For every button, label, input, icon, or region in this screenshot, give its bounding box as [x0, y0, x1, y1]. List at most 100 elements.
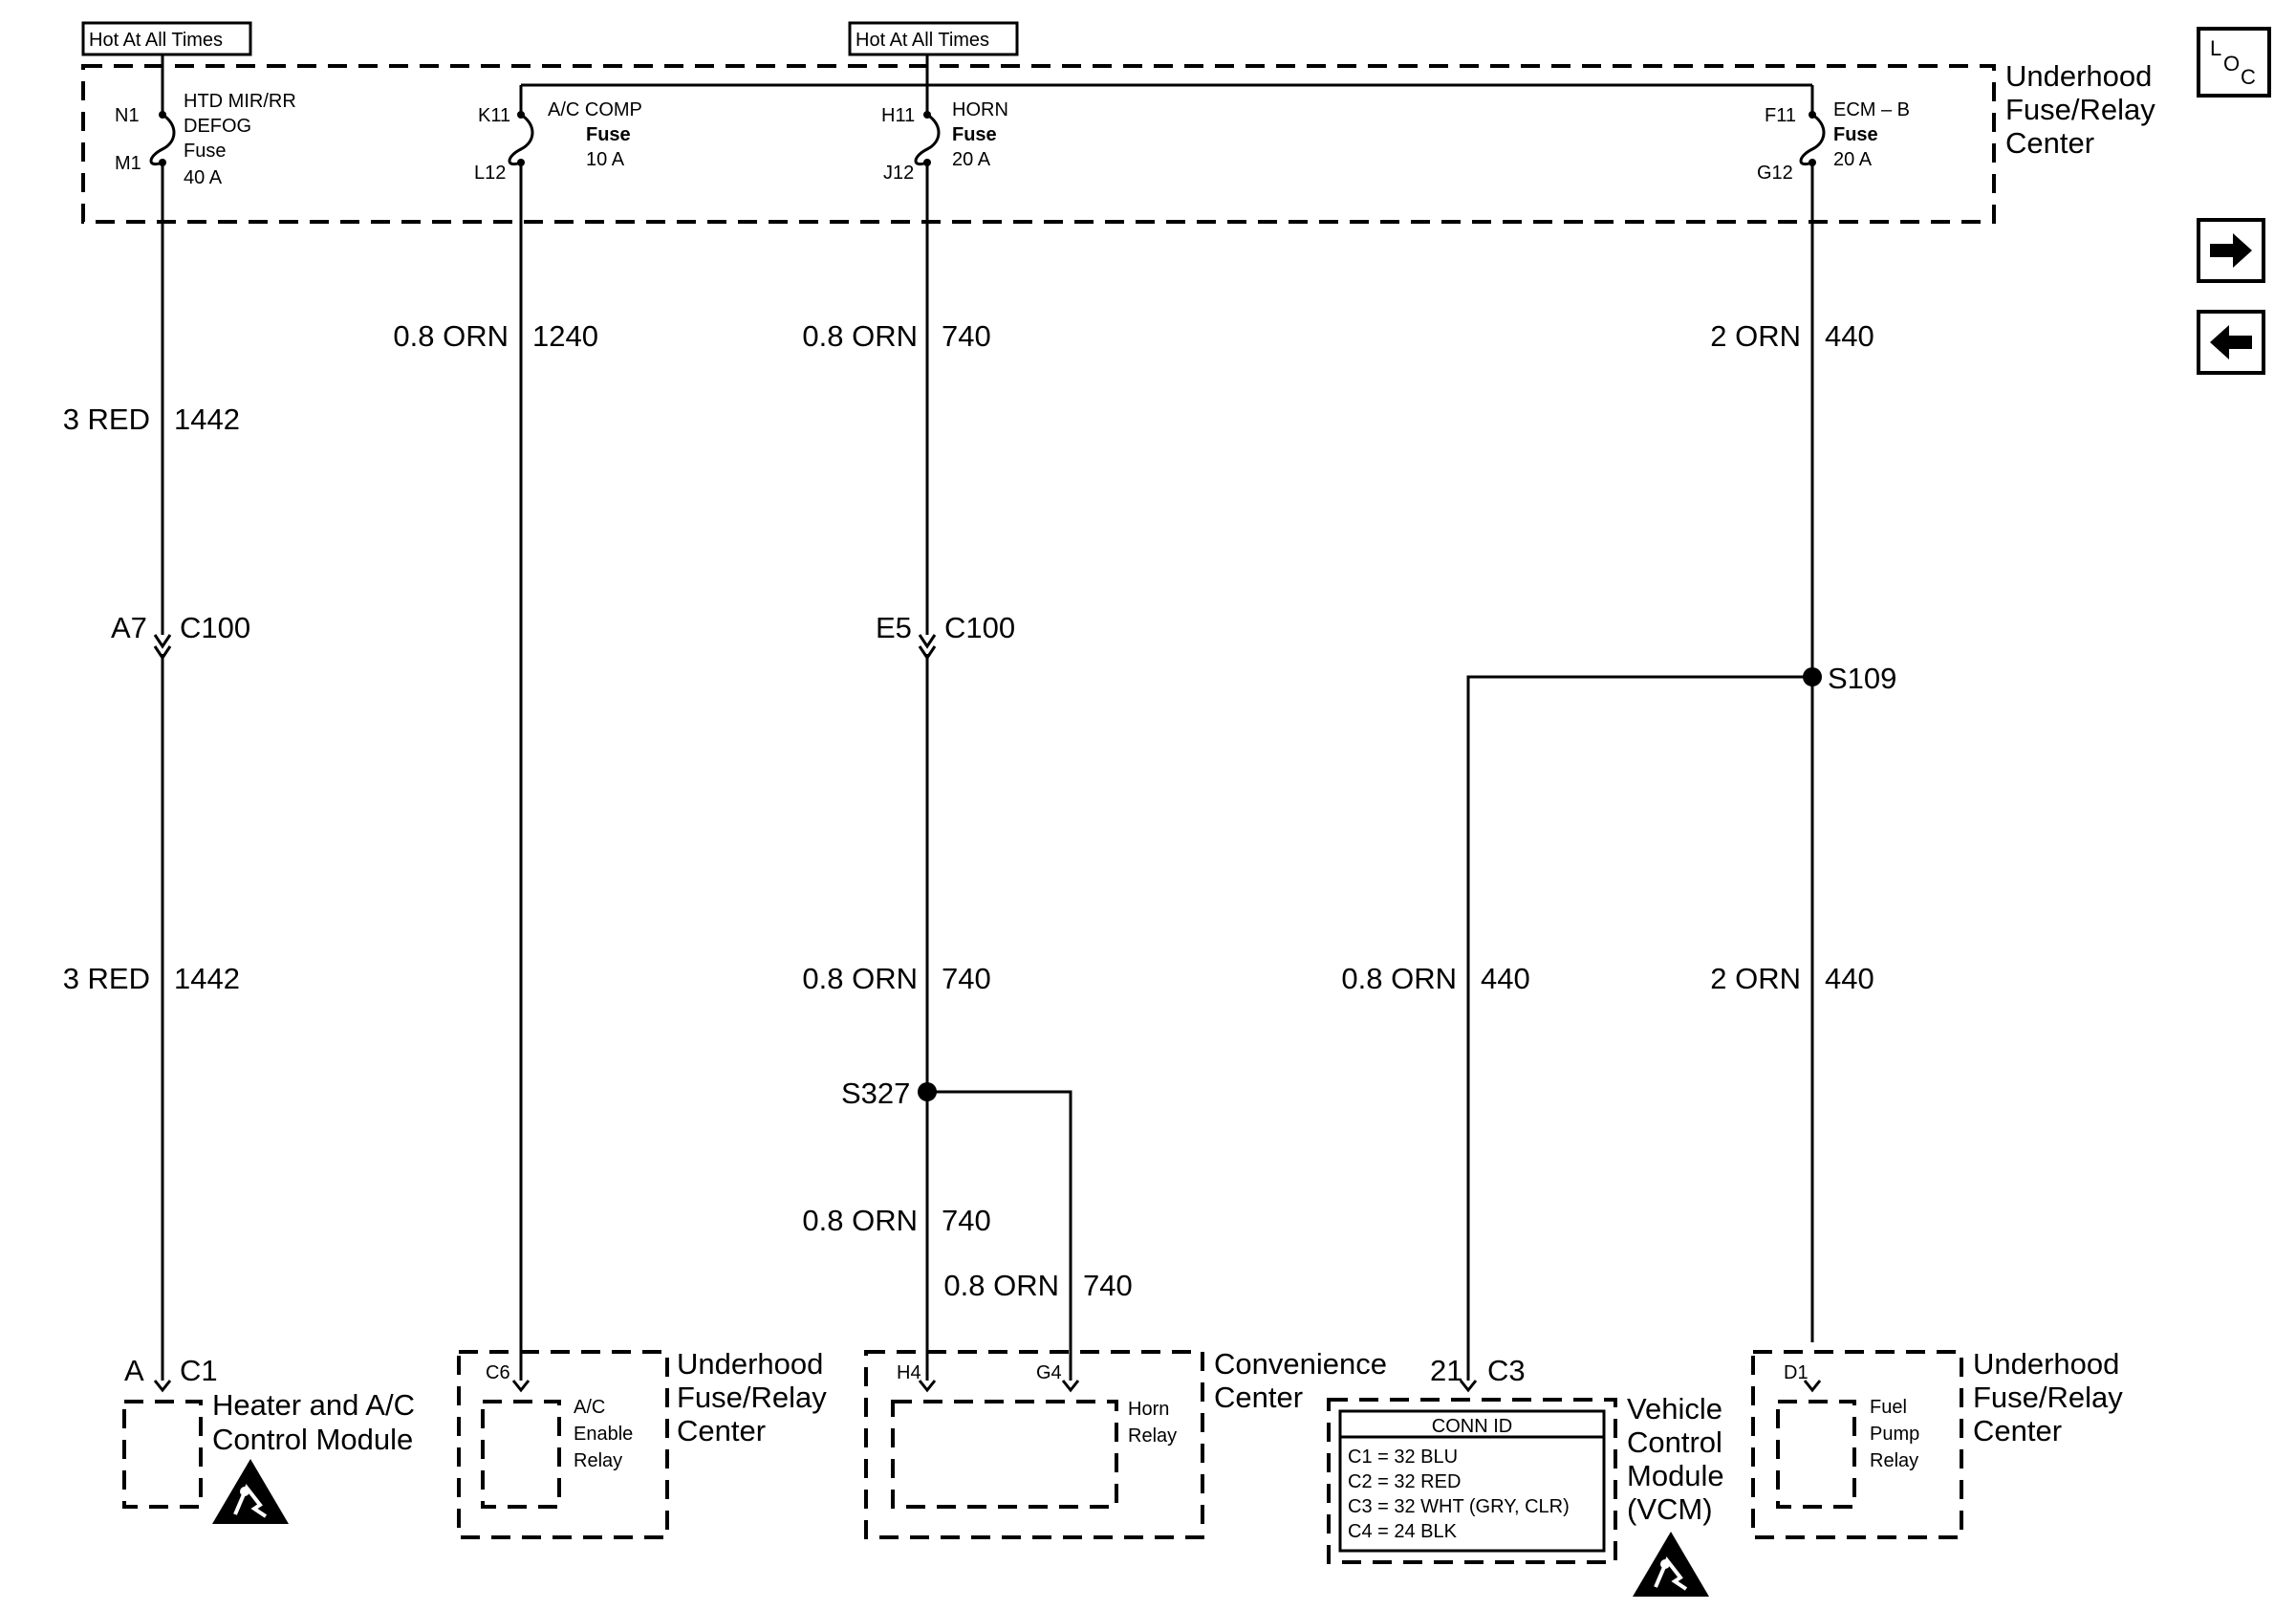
splice-s327: S327 — [841, 1077, 937, 1110]
fuse-ac-comp: K11 L12 A/C COMP Fuse 10 A — [474, 85, 642, 184]
svg-text:Fuse: Fuse — [184, 141, 226, 162]
svg-text:M1: M1 — [115, 153, 141, 174]
svg-text:Underhood: Underhood — [677, 1347, 823, 1381]
svg-text:Fuse: Fuse — [1833, 124, 1878, 145]
svg-text:40 A: 40 A — [184, 167, 223, 188]
svg-text:0.8 ORN: 0.8 ORN — [802, 962, 918, 995]
svg-text:3 RED: 3 RED — [63, 402, 150, 436]
svg-text:20 A: 20 A — [952, 149, 991, 170]
svg-text:A: A — [124, 1354, 144, 1387]
svg-text:Vehicle: Vehicle — [1627, 1392, 1722, 1425]
arrow-left-icon — [2210, 325, 2252, 359]
heater-ac-control-module: A C1 Heater and A/C Control Module — [122, 1354, 415, 1509]
fuse-horn: H11 J12 HORN Fuse 20 A — [881, 85, 1008, 184]
arrow-right-icon — [2210, 233, 2252, 268]
svg-text:Heater and A/C: Heater and A/C — [212, 1388, 415, 1422]
svg-text:440: 440 — [1481, 962, 1530, 995]
svg-text:0.8 ORN: 0.8 ORN — [1341, 962, 1457, 995]
splice-s109: S109 — [1803, 662, 1896, 695]
svg-text:740: 740 — [942, 962, 991, 995]
svg-text:1442: 1442 — [174, 962, 240, 995]
inline-connector-a7: A7 C100 — [111, 611, 250, 661]
svg-text:740: 740 — [942, 1204, 991, 1237]
svg-text:21: 21 — [1430, 1354, 1462, 1387]
svg-text:Module: Module — [1627, 1459, 1724, 1492]
wire-label-440-bottom: 2 ORN 440 — [1710, 962, 1874, 995]
loc-letter-o: O — [2223, 52, 2241, 76]
wire-label-1240: 0.8 ORN 1240 — [393, 319, 598, 353]
svg-text:A7: A7 — [111, 611, 147, 644]
svg-text:Center: Center — [1214, 1381, 1303, 1414]
svg-text:Fuse/Relay: Fuse/Relay — [677, 1381, 827, 1414]
svg-text:C1: C1 — [180, 1354, 218, 1387]
wire-label-440-branch: 0.8 ORN 440 — [1341, 962, 1529, 995]
svg-text:Center: Center — [2005, 126, 2094, 160]
ac-enable-relay: C6 A/C Enable Relay Underhood Fuse/Relay… — [457, 1347, 827, 1539]
next-page-button[interactable] — [2197, 218, 2265, 283]
svg-text:C4 = 24 BLK: C4 = 24 BLK — [1348, 1521, 1458, 1542]
svg-text:C1 = 32 BLU: C1 = 32 BLU — [1348, 1447, 1458, 1468]
esd-warning-icon — [1631, 1530, 1711, 1599]
svg-text:Fuel: Fuel — [1870, 1397, 1907, 1418]
svg-text:Pump: Pump — [1870, 1424, 1919, 1445]
svg-text:Enable: Enable — [574, 1424, 633, 1445]
svg-text:C100: C100 — [944, 611, 1015, 644]
power-tag-left: Hot At All Times — [81, 21, 252, 56]
svg-text:0.8 ORN: 0.8 ORN — [802, 1204, 918, 1237]
wire-440-branch — [1466, 675, 1812, 1381]
svg-text:Horn: Horn — [1128, 1399, 1169, 1420]
svg-text:440: 440 — [1825, 962, 1874, 995]
svg-text:Underhood: Underhood — [2005, 59, 2152, 93]
svg-text:Control Module: Control Module — [212, 1423, 413, 1456]
svg-text:0.8 ORN: 0.8 ORN — [943, 1269, 1059, 1302]
svg-text:(VCM): (VCM) — [1627, 1492, 1713, 1526]
svg-text:HTD MIR/RR: HTD MIR/RR — [184, 91, 296, 112]
previous-page-button[interactable] — [2197, 310, 2265, 375]
wire-label-740-low: 0.8 ORN 740 — [802, 1204, 990, 1237]
svg-text:CONN ID: CONN ID — [1432, 1416, 1512, 1437]
wire-label-1442-top: 3 RED 1442 — [63, 402, 240, 436]
svg-text:E5: E5 — [876, 611, 912, 644]
svg-text:Underhood: Underhood — [1973, 1347, 2119, 1381]
svg-text:K11: K11 — [478, 105, 510, 126]
svg-text:20 A: 20 A — [1833, 149, 1873, 170]
power-tag-center: Hot At All Times — [848, 21, 1019, 56]
svg-text:Relay: Relay — [1128, 1425, 1177, 1447]
svg-text:Control: Control — [1627, 1425, 1722, 1459]
svg-text:Fuse: Fuse — [586, 124, 631, 145]
svg-text:N1: N1 — [115, 105, 140, 126]
loc-letter-c: C — [2241, 65, 2256, 89]
svg-text:0.8 ORN: 0.8 ORN — [393, 319, 509, 353]
esd-warning-icon — [210, 1457, 291, 1526]
svg-text:G12: G12 — [1757, 163, 1793, 184]
wire-label-740-top: 0.8 ORN 740 — [802, 319, 990, 353]
inline-connector-e5: E5 C100 — [876, 611, 1015, 661]
svg-text:C100: C100 — [180, 611, 250, 644]
svg-text:740: 740 — [942, 319, 991, 353]
svg-text:1442: 1442 — [174, 402, 240, 436]
fuse-ecm-b: F11 G12 ECM – B Fuse 20 A — [1757, 85, 1910, 184]
svg-text:Center: Center — [677, 1414, 766, 1447]
svg-text:S109: S109 — [1828, 662, 1896, 695]
svg-text:C3 = 32 WHT (GRY, CLR): C3 = 32 WHT (GRY, CLR) — [1348, 1496, 1570, 1517]
svg-text:S327: S327 — [841, 1077, 910, 1110]
wire-label-440-top: 2 ORN 440 — [1710, 319, 1874, 353]
svg-text:Hot At All Times: Hot At All Times — [89, 30, 223, 51]
svg-text:0.8 ORN: 0.8 ORN — [802, 319, 918, 353]
svg-text:Fuse: Fuse — [952, 124, 997, 145]
svg-text:DEFOG: DEFOG — [184, 116, 251, 137]
location-button[interactable]: L O C — [2197, 27, 2271, 98]
svg-text:Center: Center — [1973, 1414, 2062, 1447]
wire-740-branch — [927, 1090, 1072, 1381]
fuse-block-outline — [81, 64, 1996, 224]
wire-label-1442-bottom: 3 RED 1442 — [63, 962, 240, 995]
fuse-htd-mir: N1 M1 HTD MIR/RR DEFOG Fuse 40 A — [115, 91, 296, 188]
svg-text:C6: C6 — [486, 1362, 510, 1383]
svg-text:H4: H4 — [897, 1362, 921, 1383]
wire-label-740-mid: 0.8 ORN 740 — [802, 962, 990, 995]
horn-relay: H4 G4 Horn Relay Convenience Center — [864, 1347, 1387, 1539]
svg-text:2 ORN: 2 ORN — [1710, 962, 1801, 995]
svg-text:F11: F11 — [1765, 105, 1796, 126]
vehicle-control-module: 21 C3 CONN ID C1 = 32 BLU C2 = 32 RED C3… — [1327, 1354, 1724, 1564]
